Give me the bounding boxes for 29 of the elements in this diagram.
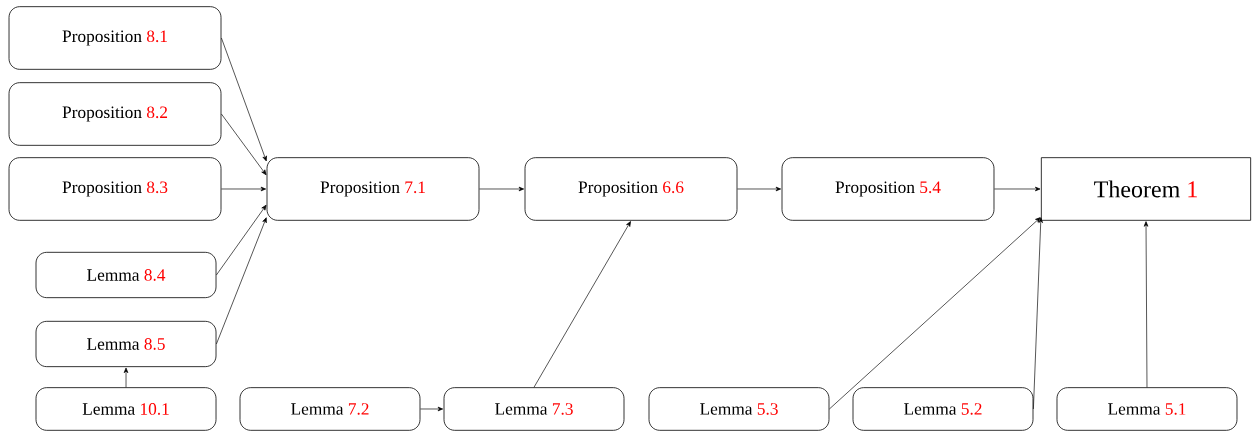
lemma-box: Lemma 10.1 bbox=[35, 387, 217, 431]
arrow bbox=[221, 37, 267, 162]
arrow bbox=[420, 406, 444, 412]
proposition-box: Proposition 7.1 bbox=[266, 157, 480, 221]
arrow bbox=[221, 113, 267, 176]
proposition-box: Proposition 6.6 bbox=[524, 157, 738, 221]
arrow bbox=[123, 367, 129, 388]
arrow bbox=[1033, 217, 1043, 410]
arrow bbox=[1143, 221, 1149, 388]
arrow bbox=[533, 221, 631, 388]
arrow bbox=[221, 186, 267, 192]
proposition-box: Proposition 8.2 bbox=[8, 82, 222, 146]
arrow bbox=[216, 204, 267, 276]
arrow bbox=[829, 217, 1041, 410]
arrow bbox=[994, 186, 1041, 192]
arrow bbox=[737, 186, 782, 192]
proposition-box: Proposition 5.4 bbox=[781, 157, 995, 221]
lemma-box: Lemma 8.4 bbox=[35, 251, 217, 299]
theorem-box: Theorem 1 bbox=[1040, 157, 1252, 221]
lemma-box: Lemma 5.3 bbox=[648, 387, 830, 431]
lemma-box: Lemma 7.3 bbox=[443, 387, 625, 431]
arrow bbox=[216, 217, 267, 345]
lemma-box: Lemma 7.2 bbox=[239, 387, 421, 431]
lemma-box: Lemma 5.1 bbox=[1056, 387, 1238, 431]
proposition-box: Proposition 8.1 bbox=[8, 6, 222, 70]
lemma-box: Lemma 8.5 bbox=[35, 320, 217, 368]
lemma-box: Lemma 5.2 bbox=[852, 387, 1034, 431]
proposition-box: Proposition 8.3 bbox=[8, 157, 222, 221]
arrow bbox=[479, 186, 525, 192]
